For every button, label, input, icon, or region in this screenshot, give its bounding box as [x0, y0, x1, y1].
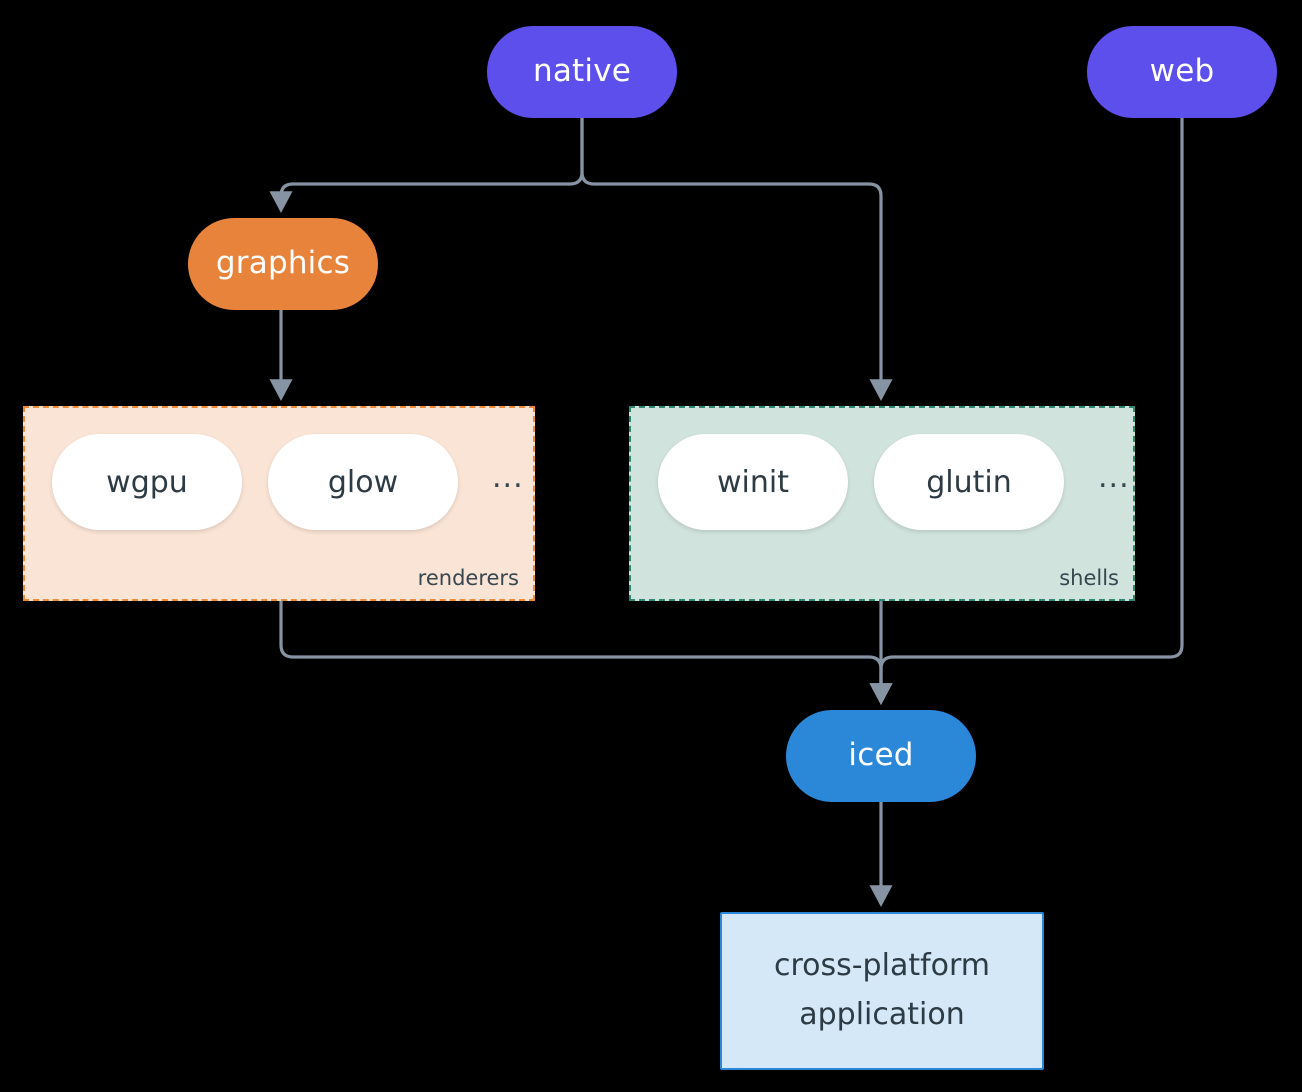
application-label-line1: cross-platform	[773, 948, 991, 984]
cluster-renderers-label: renderers	[417, 566, 519, 590]
node-graphics[interactable]: graphics	[188, 218, 378, 310]
application-label-line2: application	[799, 997, 965, 1032]
chip-glutin[interactable]: glutin	[874, 434, 1064, 530]
edge-native-to-shells	[580, 116, 893, 402]
cluster-shells-label: shells	[1059, 566, 1119, 590]
node-iced[interactable]: iced	[786, 710, 976, 802]
cluster-shells: winit glutin ... shells	[629, 406, 1135, 601]
node-web[interactable]: web	[1087, 26, 1277, 118]
chip-wgpu[interactable]: wgpu	[52, 434, 242, 530]
shells-overflow-ellipsis: ...	[1098, 459, 1130, 495]
chip-glow[interactable]: glow	[268, 434, 458, 530]
node-cross-platform-application[interactable]: cross-platform application	[720, 912, 1044, 1070]
edge-native-bus	[269, 116, 584, 214]
node-native[interactable]: native	[487, 26, 677, 118]
chip-winit[interactable]: winit	[658, 434, 848, 530]
cluster-shells-items: winit glutin ...	[658, 434, 1130, 530]
edge-renderers-to-iced	[279, 599, 893, 706]
cluster-renderers-items: wgpu glow ...	[52, 434, 524, 530]
cluster-renderers: wgpu glow ... renderers	[23, 406, 535, 601]
renderers-overflow-ellipsis: ...	[492, 459, 524, 495]
